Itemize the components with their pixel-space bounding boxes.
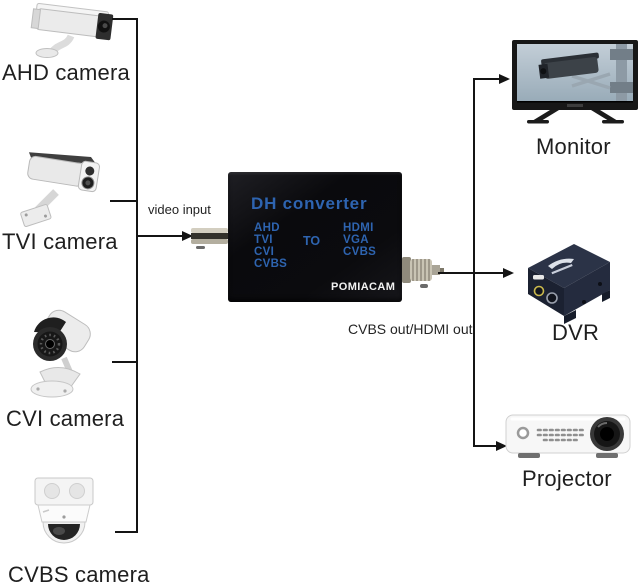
ahd-branch-line bbox=[112, 18, 137, 20]
dvr-branch-line bbox=[438, 272, 504, 274]
converter-output-vga: VGA bbox=[343, 234, 369, 246]
converter-input-ahd: AHD bbox=[254, 222, 280, 234]
monitor-arrowhead bbox=[499, 74, 510, 84]
converter-to-label: TO bbox=[303, 234, 321, 248]
cvi-branch-line bbox=[112, 361, 137, 363]
converter-box bbox=[228, 172, 402, 302]
destination-label-monitor: Monitor bbox=[536, 134, 611, 159]
cvbs-branch-line bbox=[115, 531, 137, 533]
video-input-annotation: video input bbox=[148, 202, 211, 217]
destination-label-dvr: DVR bbox=[552, 320, 600, 345]
converter-title: DH converter bbox=[251, 194, 368, 213]
destination-label-projector: Projector bbox=[522, 466, 612, 491]
monitor-icon bbox=[510, 40, 640, 126]
converter-output-hdmi: HDMI bbox=[343, 222, 374, 234]
converter-input-cvbs: CVBS bbox=[254, 258, 288, 270]
dvr-arrowhead bbox=[503, 268, 514, 278]
cvbs-camera-icon bbox=[30, 476, 98, 562]
bnc-input-connector-icon bbox=[190, 221, 230, 251]
source-label-tvi: TVI camera bbox=[2, 229, 118, 254]
bnc-output-connector-icon bbox=[400, 253, 444, 289]
video-input-arrowhead bbox=[182, 231, 193, 241]
cvi-camera-icon bbox=[20, 300, 98, 400]
converter-output-cvbs: CVBS bbox=[343, 246, 377, 258]
tvi-branch-line bbox=[110, 200, 137, 202]
dvr-icon bbox=[514, 236, 616, 330]
projector-branch-line bbox=[474, 445, 497, 447]
converter-output-list: HDMI VGA CVBS bbox=[343, 222, 376, 258]
ahd-camera-icon bbox=[25, 2, 120, 58]
converter-input-cvi: CVI bbox=[254, 246, 275, 258]
converter-input-list: AHD TVI CVI CVBS bbox=[254, 222, 287, 270]
converter-input-tvi: TVI bbox=[254, 234, 273, 246]
source-label-cvi: CVI camera bbox=[6, 406, 125, 431]
monitor-branch-line bbox=[474, 78, 500, 80]
left-bus-line bbox=[136, 18, 138, 533]
right-bus-line bbox=[473, 78, 475, 447]
video-input-line bbox=[137, 235, 183, 237]
projector-icon bbox=[504, 410, 634, 464]
tvi-camera-icon bbox=[18, 146, 113, 230]
source-label-ahd: AHD camera bbox=[2, 60, 130, 85]
projector-arrowhead bbox=[496, 441, 507, 451]
output-annotation: CVBS out/HDMI out bbox=[348, 321, 473, 337]
source-label-cvbs: CVBS camera bbox=[8, 562, 150, 586]
converter-brand: POMIACAM bbox=[331, 281, 396, 293]
